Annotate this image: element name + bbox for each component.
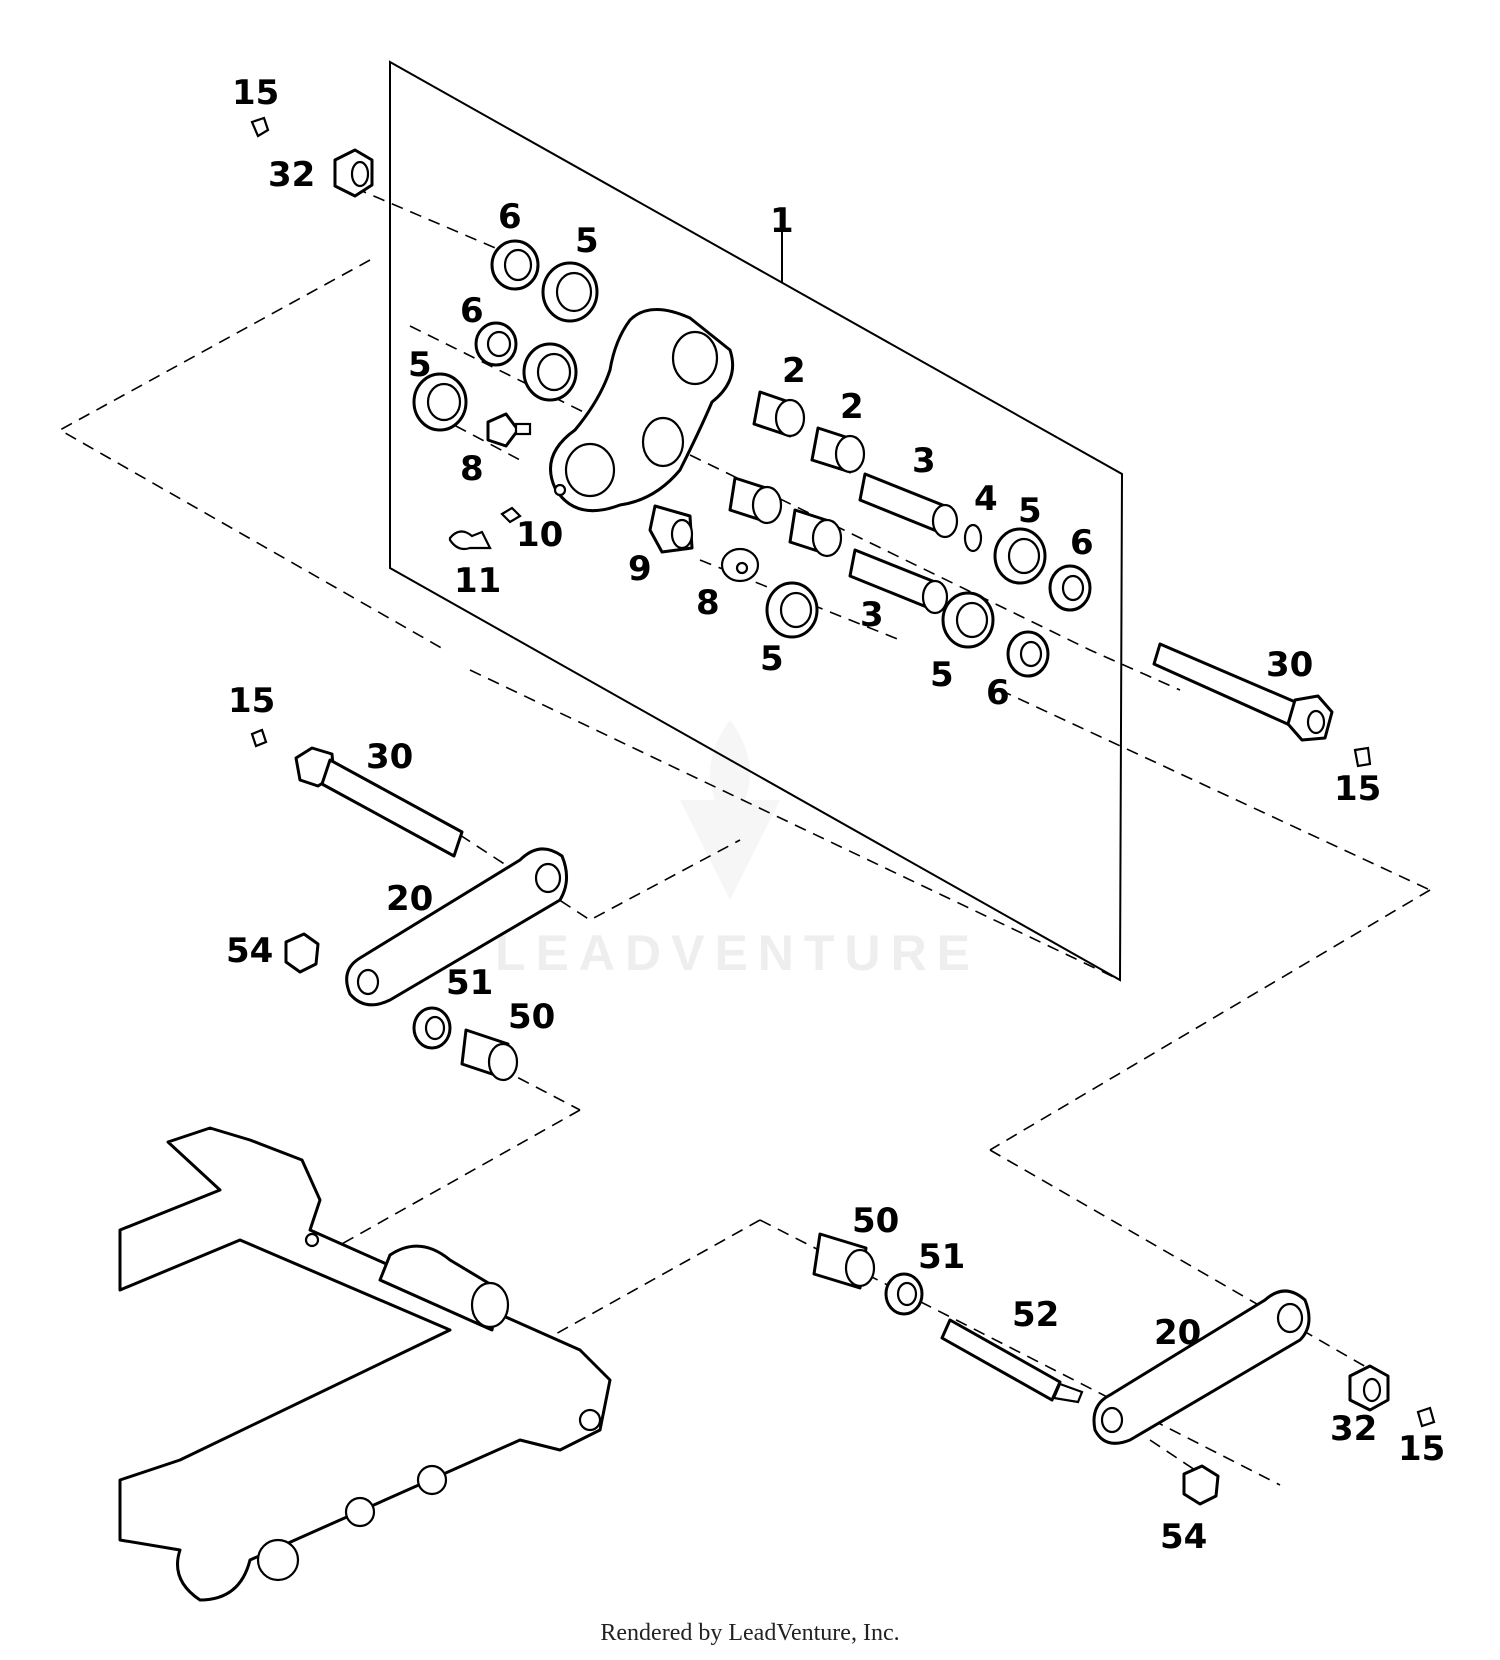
callout-15: 15 xyxy=(228,681,275,721)
callout-1: 1 xyxy=(770,201,794,241)
callout-51: 51 xyxy=(918,1237,965,1277)
needle-bearing-icon xyxy=(788,508,843,558)
callout-15: 15 xyxy=(1334,769,1381,809)
grease-fitting-icon xyxy=(500,506,522,524)
o-ring-icon xyxy=(963,523,983,553)
spacer-icon xyxy=(720,547,760,583)
needle-bearing-icon xyxy=(752,390,806,438)
callout-6: 6 xyxy=(1070,523,1094,563)
callout-4: 4 xyxy=(974,479,998,519)
callout-3: 3 xyxy=(912,441,936,481)
callout-2: 2 xyxy=(840,387,864,427)
cap-icon xyxy=(250,116,270,138)
callout-50: 50 xyxy=(508,997,555,1037)
callout-15: 15 xyxy=(1398,1429,1445,1469)
cap-icon xyxy=(1353,746,1372,768)
rocker-lever-icon xyxy=(549,308,735,513)
callout-2: 2 xyxy=(782,351,806,391)
bushing-icon xyxy=(486,412,532,448)
callout-11: 11 xyxy=(454,561,501,601)
seal-icon xyxy=(474,321,518,367)
callout-9: 9 xyxy=(628,549,652,589)
callout-54: 54 xyxy=(1160,1517,1207,1557)
pin-icon xyxy=(940,1318,1084,1404)
bearing-icon xyxy=(993,527,1047,585)
bushing-icon xyxy=(648,504,694,554)
bearing-icon xyxy=(765,581,819,639)
bearing-icon xyxy=(941,591,995,649)
clip-icon xyxy=(448,530,492,551)
callout-15: 15 xyxy=(232,73,279,113)
sleeve-icon xyxy=(858,472,959,539)
cap-icon xyxy=(1416,1406,1436,1428)
callout-50: 50 xyxy=(852,1201,899,1241)
bolt-icon xyxy=(1152,642,1334,742)
callout-6: 6 xyxy=(498,197,522,237)
seal-icon xyxy=(1006,630,1050,678)
callout-20: 20 xyxy=(1154,1313,1201,1353)
bearing-icon xyxy=(541,261,599,323)
callout-5: 5 xyxy=(408,345,432,385)
watermark-text: LEADVENTURE xyxy=(495,925,980,981)
callout-30: 30 xyxy=(366,737,413,777)
needle-bearing-icon xyxy=(460,1028,519,1082)
callout-labels: 1 2 2 3 3 4 5 5 5 5 5 5 6 6 6 6 8 8 9 10… xyxy=(226,73,1445,1557)
lock-nut-icon xyxy=(284,932,320,974)
callout-30: 30 xyxy=(1266,645,1313,685)
seal-icon xyxy=(1048,564,1092,612)
footer-credit: Rendered by LeadVenture, Inc. xyxy=(600,1620,900,1646)
flange-nut-icon xyxy=(1348,1364,1390,1412)
callout-5: 5 xyxy=(575,221,599,261)
callout-3: 3 xyxy=(860,595,884,635)
bearing-icon xyxy=(522,342,578,402)
lock-nut-icon xyxy=(1182,1464,1220,1506)
needle-bearing-icon xyxy=(812,1232,876,1290)
watermark-logo xyxy=(680,720,780,900)
callout-10: 10 xyxy=(516,515,563,555)
flange-nut-icon xyxy=(333,148,374,198)
callout-54: 54 xyxy=(226,931,273,971)
callout-6: 6 xyxy=(986,673,1010,713)
needle-bearing-icon xyxy=(810,426,866,474)
callout-5: 5 xyxy=(760,639,784,679)
callout-20: 20 xyxy=(386,879,433,919)
bearing-icon xyxy=(412,372,468,432)
callout-51: 51 xyxy=(446,963,493,1003)
callout-32: 32 xyxy=(1330,1409,1377,1449)
seal-icon xyxy=(412,1006,452,1050)
seal-icon xyxy=(490,239,540,291)
callout-6: 6 xyxy=(460,291,484,331)
callout-52: 52 xyxy=(1012,1295,1059,1335)
swingarm-icon xyxy=(118,1126,612,1602)
needle-bearing-icon xyxy=(728,476,783,525)
callout-5: 5 xyxy=(930,655,954,695)
callout-5: 5 xyxy=(1018,491,1042,531)
callout-8: 8 xyxy=(696,583,720,623)
seal-icon xyxy=(884,1272,924,1316)
cap-icon xyxy=(250,728,268,748)
link-arm-icon xyxy=(345,847,568,1007)
bolt-icon xyxy=(294,746,464,858)
callout-32: 32 xyxy=(268,155,315,195)
sleeve-icon xyxy=(848,548,949,615)
link-arm-icon xyxy=(1092,1289,1311,1445)
callout-8: 8 xyxy=(460,449,484,489)
